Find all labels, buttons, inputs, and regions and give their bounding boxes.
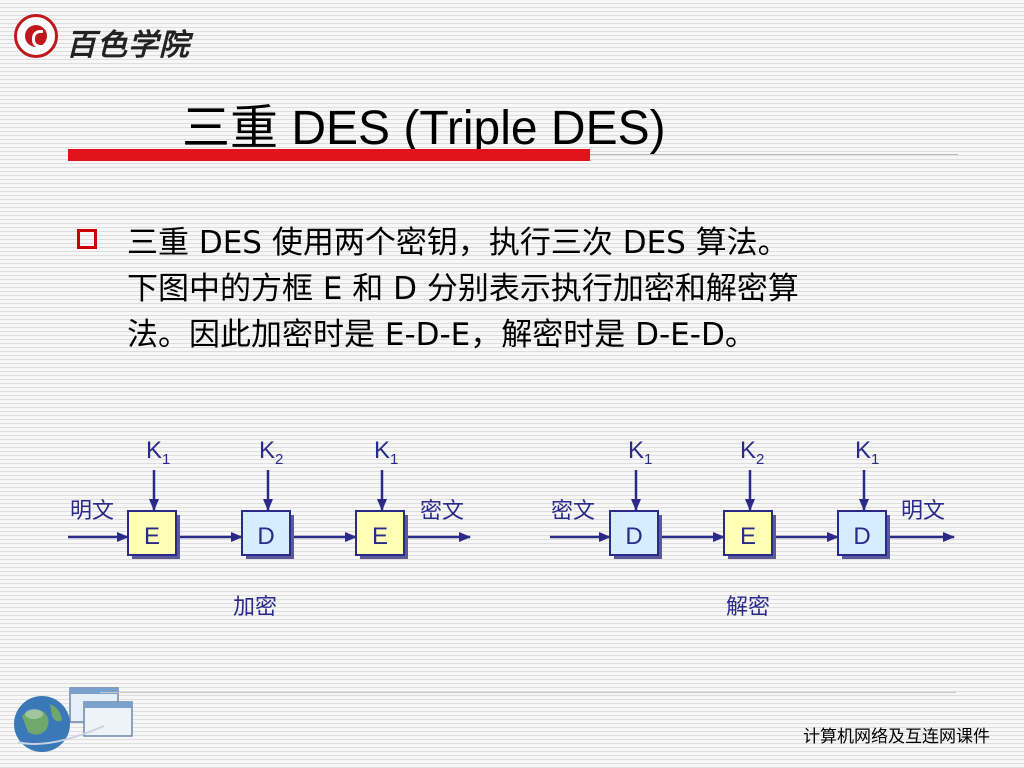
logo: 百色学院 — [14, 14, 194, 63]
ciphertext-input-label: 密文 — [551, 499, 595, 524]
decryption-caption: 解密 — [726, 595, 770, 620]
box-label: E — [144, 523, 160, 550]
decryption-group: D E D K1 K2 K1 密文 明文 解密 — [550, 437, 955, 620]
encrypt-box-e — [127, 510, 177, 556]
title-underline-accent — [68, 149, 590, 161]
decrypt-box-d — [837, 510, 887, 556]
footer-divider-line — [100, 692, 956, 693]
key-label: K1 — [628, 437, 652, 468]
footer-course-title: 计算机网络及互连网课件 — [803, 727, 990, 747]
globe-network-icon — [14, 687, 133, 752]
logo-text: 百色学院 — [66, 28, 190, 63]
plaintext-input-label: 明文 — [70, 499, 114, 524]
encryption-caption: 加密 — [233, 595, 277, 620]
plaintext-output-label: 明文 — [901, 499, 945, 524]
encrypt-box-e — [355, 510, 405, 556]
bullet-line: 法。因此加密时是 E-D-E，解密时是 D-E-D。 — [127, 317, 756, 353]
bullet-line: 三重 DES 使用两个密钥，执行三次 DES 算法。 — [127, 225, 789, 261]
box-label: D — [625, 523, 642, 550]
page-title: 三重 DES (Triple DES) — [182, 102, 666, 155]
box-label: E — [372, 523, 388, 550]
box-label: D — [257, 523, 274, 550]
box-label: D — [853, 523, 870, 550]
box-label: E — [740, 523, 756, 550]
key-label: K1 — [374, 437, 398, 468]
bullet-line: 下图中的方框 E 和 D 分别表示执行加密和解密算 — [127, 271, 799, 307]
key-label: K1 — [855, 437, 879, 468]
bullet-square-icon — [77, 229, 97, 249]
title-divider-line — [590, 154, 958, 155]
decrypt-box-d — [241, 510, 291, 556]
encryption-group: E D E K1 K2 K1 明文 密文 加密 — [68, 437, 471, 620]
ciphertext-output-label: 密文 — [420, 499, 464, 524]
key-label: K1 — [146, 437, 170, 468]
decrypt-box-d — [609, 510, 659, 556]
bullet-paragraph: 三重 DES 使用两个密钥，执行三次 DES 算法。 下图中的方框 E 和 D … — [127, 220, 947, 358]
college-emblem-icon — [14, 14, 58, 58]
key-label: K2 — [740, 437, 764, 468]
key-label: K2 — [259, 437, 283, 468]
encrypt-box-e — [723, 510, 773, 556]
